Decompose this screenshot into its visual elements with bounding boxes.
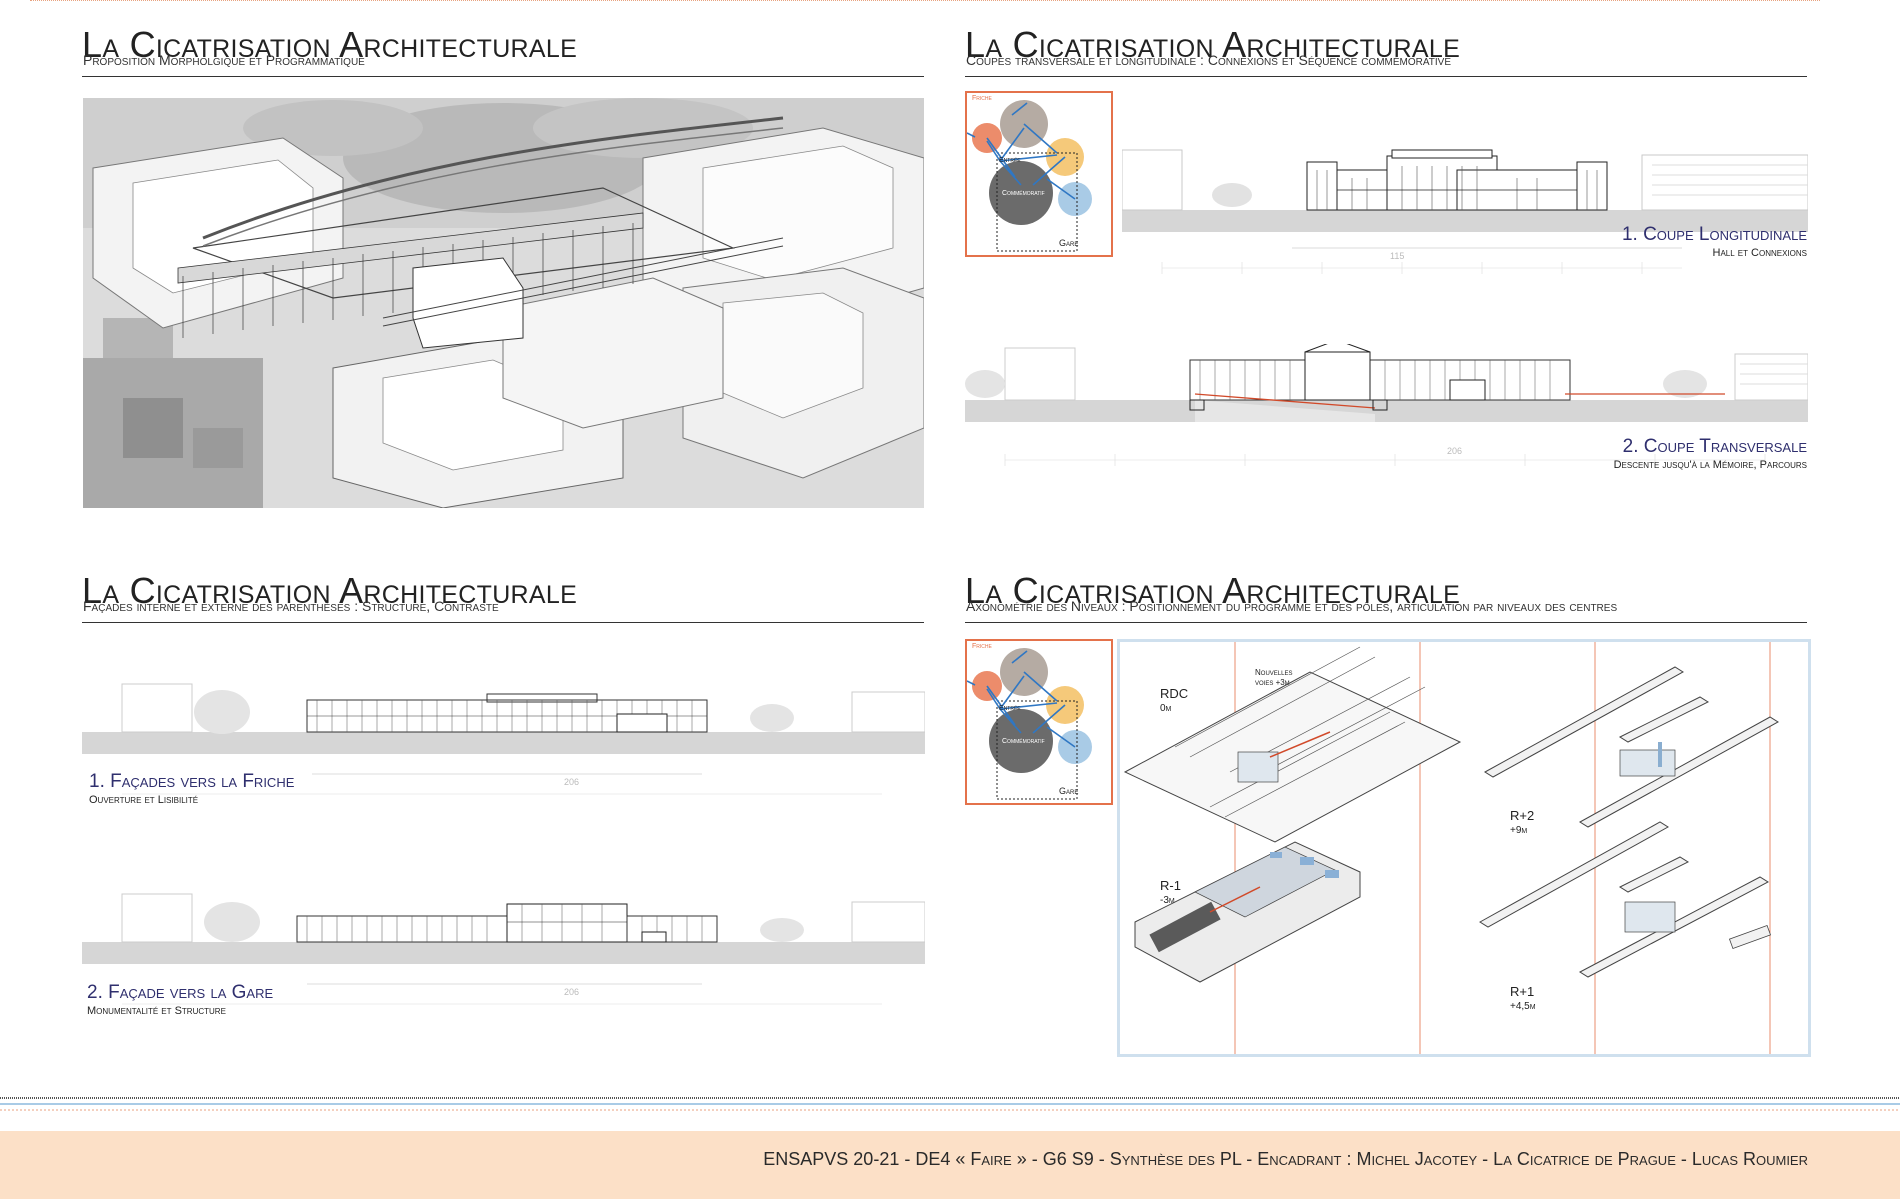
level-height: -3m [1160, 895, 1175, 906]
panel-header: La Cicatrisation Architecturale Façades … [82, 560, 924, 623]
panel-subtitle: Coupes transversale et longitudinale : C… [966, 52, 1452, 68]
level-label-r-plus-2: R+2 +9m [1510, 808, 1534, 838]
panel-subtitle: Axonométrie des Niveaux : Positionnement… [966, 598, 1618, 614]
panel-title: La Cicatrisation Architecturale [82, 24, 578, 65]
dimension-label: 206 [1447, 446, 1463, 456]
level-name: R-1 [1160, 878, 1181, 893]
level-label-r-plus-1: R+1 +4,5m [1510, 984, 1536, 1014]
panel-title: La Cicatrisation Architecturale [965, 24, 1461, 65]
diagram-label-commemoratif: Commémoratif [1002, 738, 1045, 745]
level-name: RDC [1160, 686, 1189, 701]
level-height: +9m [1510, 825, 1528, 836]
level-height: 0m [1160, 703, 1172, 714]
level-label-rdc: RDC 0m [1160, 686, 1188, 716]
caption-subtitle: Descente jusqu'à la Mémoire, Parcours [1613, 459, 1807, 471]
program-bubble-diagram: Friche Entrée Commémoratif Gare [965, 91, 1113, 257]
diagram-label-entree: Entrée [999, 157, 1021, 164]
tracks-note: Nouvelles voies +3m [1255, 668, 1292, 688]
caption-subtitle: Hall et Connexions [1712, 247, 1807, 259]
panel-morphology: La Cicatrisation Architecturale Proposit… [82, 14, 924, 510]
panel-facades: La Cicatrisation Architecturale Façades … [82, 560, 925, 1030]
aerial-perspective-render [83, 98, 924, 508]
diagram-label-gare: Gare [1059, 786, 1079, 796]
panel-title: La Cicatrisation Architecturale [82, 570, 578, 611]
program-bubble-diagram: Friche Entrée Commémoratif Gare [965, 639, 1113, 805]
transversal-section-drawing: 206 [965, 344, 1808, 484]
caption-longitudinal-section: 1. Coupe Longitudinale Hall et Connexion… [1622, 224, 1807, 259]
diagram-label-friche: Friche [972, 95, 992, 102]
facade-gare-drawing: 206 [82, 886, 925, 1026]
caption-transversal-section: 2. Coupe Transversale Descente jusqu'à l… [1614, 436, 1807, 471]
panel-title: La Cicatrisation Architecturale [965, 570, 1461, 611]
level-height: +4,5m [1510, 1001, 1536, 1012]
diagram-label-friche: Friche [972, 643, 992, 650]
panel-header: La Cicatrisation Architecturale Proposit… [82, 14, 924, 77]
level-name: R+1 [1510, 984, 1535, 999]
footer-credits: ENSAPVS 20-21 - DE4 « Faire » - G6 S9 - … [763, 1149, 1808, 1169]
panel-axonometry: La Cicatrisation Architecturale Axonomét… [965, 560, 1811, 1060]
longitudinal-section-drawing: 115 [1122, 140, 1808, 280]
footer-band: ENSAPVS 20-21 - DE4 « Faire » - G6 S9 - … [0, 1131, 1900, 1199]
caption-subtitle: Ouverture et Lisibilité [89, 794, 199, 806]
panel-subtitle: Façades interne et externe des parenthès… [83, 598, 499, 614]
facade-friche-drawing: 206 [82, 676, 925, 816]
level-name: R+2 [1510, 808, 1535, 823]
caption-title: 1. Façades vers la Friche [89, 771, 295, 792]
diagram-label-gare: Gare [1059, 238, 1079, 248]
dimension-label: 206 [564, 777, 580, 787]
footer-rules [0, 1096, 1900, 1112]
dimension-label: 206 [564, 987, 580, 997]
caption-title: 1. Coupe Longitudinale [1621, 224, 1807, 245]
caption-subtitle: Monumentalité et Structure [87, 1005, 226, 1017]
panel-header: La Cicatrisation Architecturale Coupes t… [965, 14, 1807, 77]
top-dotted-rule [30, 0, 1820, 1]
caption-facade-gare: 2. Façade vers la Gare Monumentalité et … [87, 982, 273, 1017]
panel-sections: La Cicatrisation Architecturale Coupes t… [965, 14, 1808, 484]
dimension-label: 115 [1390, 251, 1405, 261]
caption-facade-friche: 1. Façades vers la Friche Ouverture et L… [89, 771, 294, 806]
diagram-label-entree: Entrée [999, 705, 1021, 712]
tracks-note-line: voies +3m [1255, 678, 1290, 687]
diagram-label-commemoratif: Commémoratif [1002, 190, 1045, 197]
axonometry-frame: RDC 0m Nouvelles voies +3m R+2 +9m R-1 -… [1117, 639, 1811, 1057]
caption-title: 2. Façade vers la Gare [87, 982, 274, 1003]
panel-header: La Cicatrisation Architecturale Axonomét… [965, 560, 1807, 623]
caption-title: 2. Coupe Transversale [1622, 436, 1807, 457]
level-label-r-minus-1: R-1 -3m [1160, 878, 1181, 908]
tracks-note-line: Nouvelles [1255, 668, 1293, 677]
panel-subtitle: Proposition Morpholgique et Programmatiq… [83, 52, 365, 68]
